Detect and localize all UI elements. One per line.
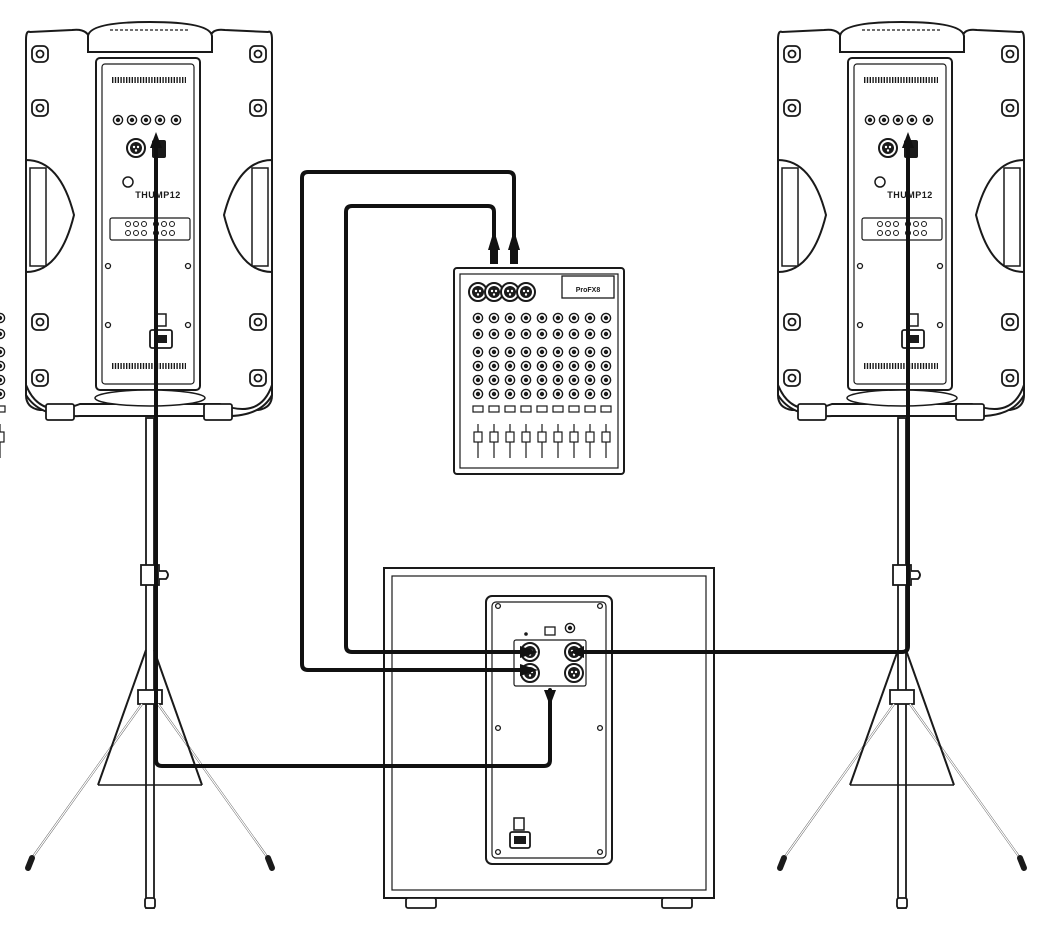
- left-speaker: THUMP12: [26, 22, 272, 420]
- cable-mixer-left-to-subwoofer: [300, 170, 522, 672]
- cable-subwoofer-to-left-speaker: [154, 146, 552, 768]
- left-tripod-stand: [28, 418, 272, 908]
- mixer-model-label: ProFX8: [576, 287, 601, 294]
- cables: [150, 132, 914, 768]
- mixer-channel-strips: [0, 312, 612, 459]
- right-tripod-stand: [780, 418, 1024, 908]
- cable-mixer-right-to-subwoofer: [344, 204, 522, 654]
- cable-subwoofer-to-right-speaker: [582, 146, 910, 654]
- mixer: ProFX8: [0, 267, 625, 475]
- right-speaker: THUMP12: [778, 22, 1024, 420]
